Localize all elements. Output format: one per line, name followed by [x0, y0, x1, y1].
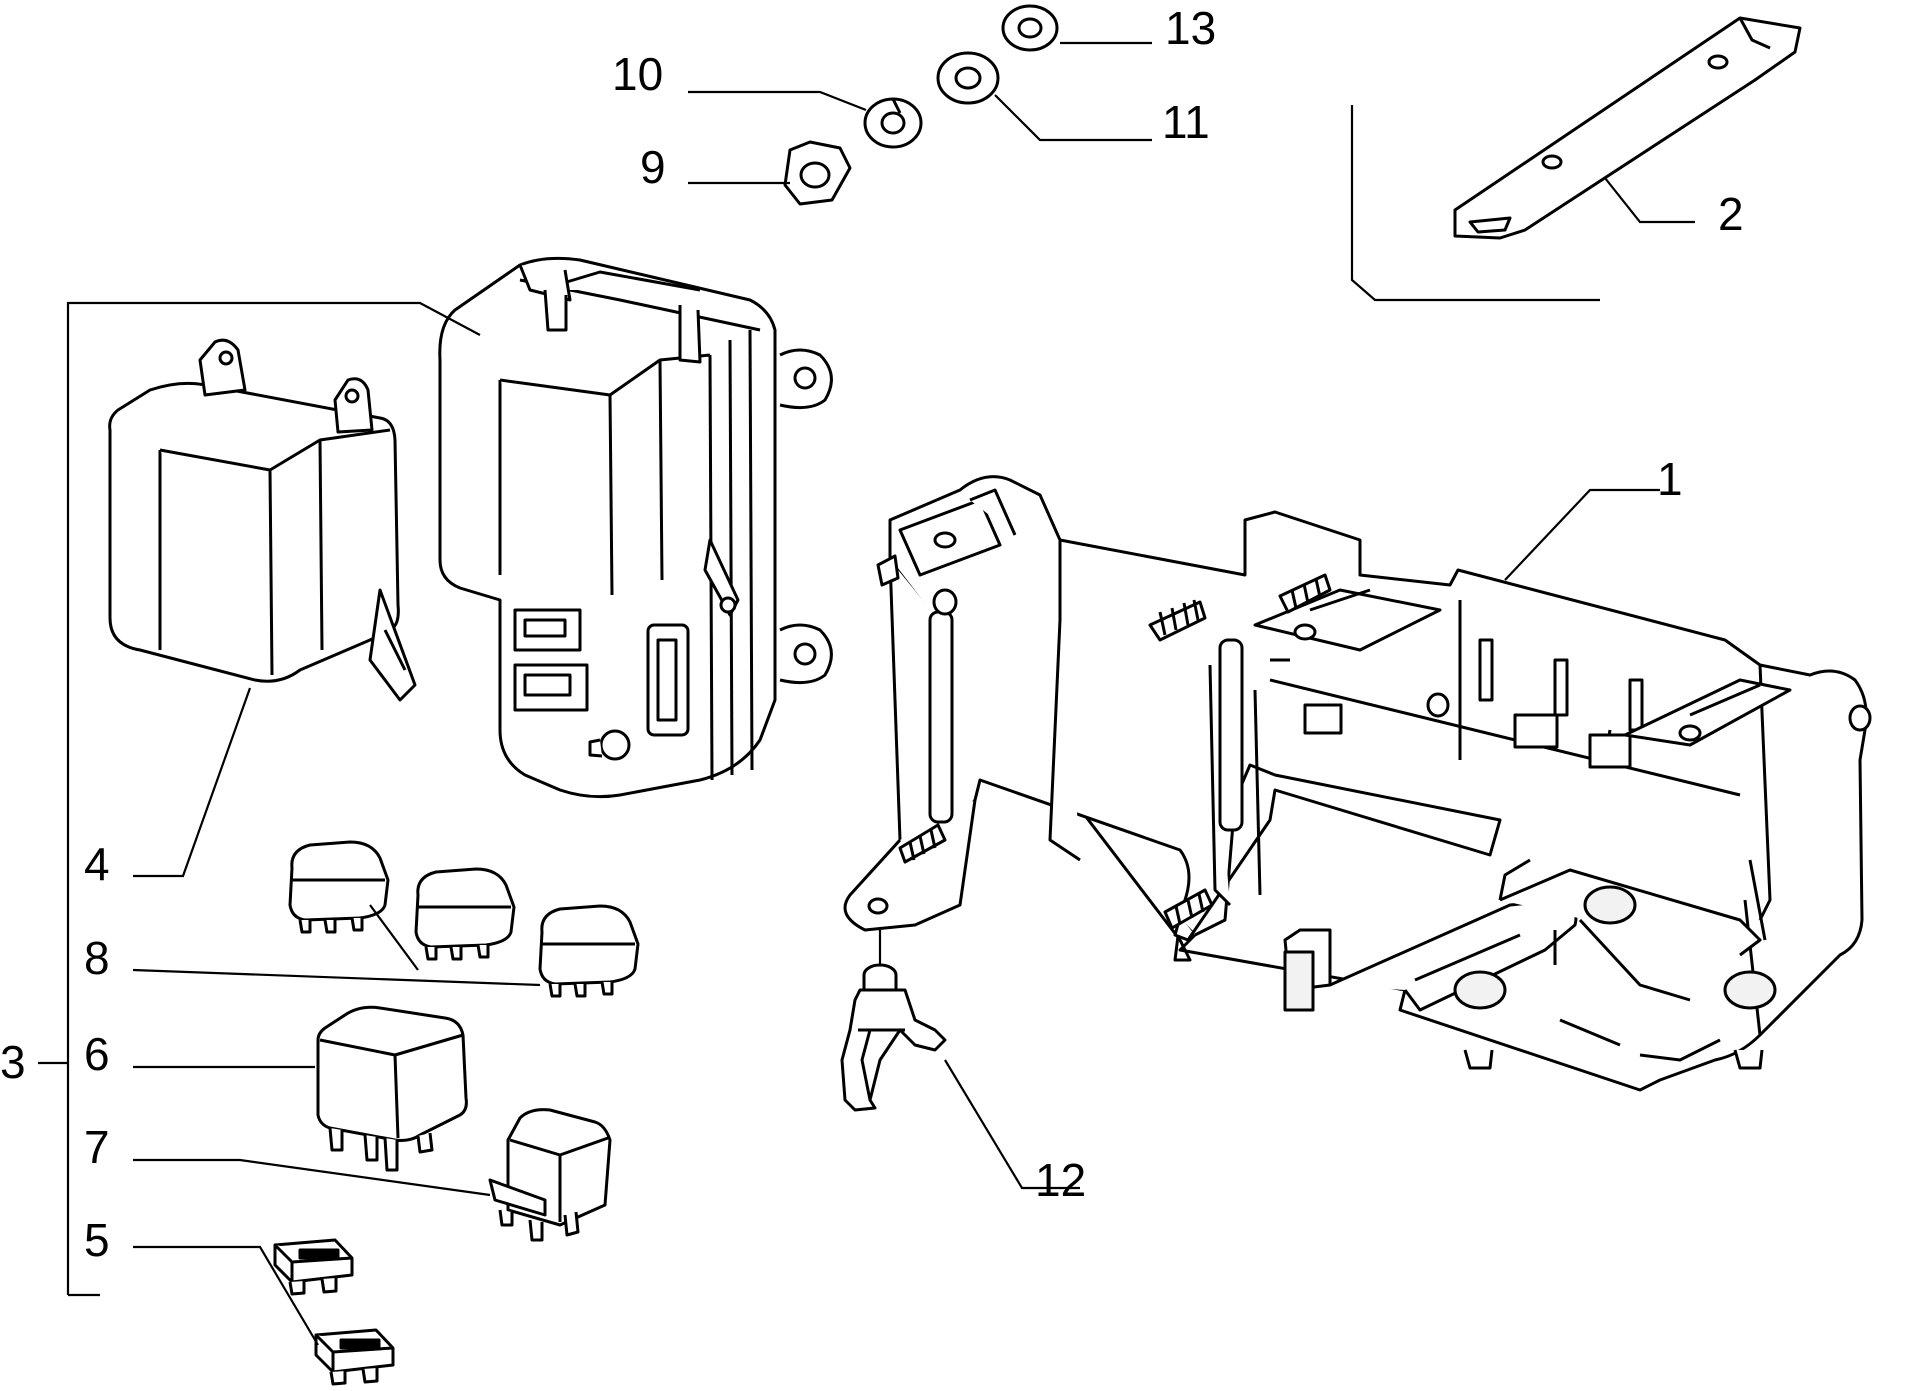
leader-11 [994, 94, 1152, 142]
callout-9: 9 [640, 141, 666, 193]
leader-8 [132, 904, 541, 987]
part-12-clip [840, 963, 947, 1112]
fuse-relay-box [438, 256, 833, 799]
callout-3: 3 [0, 1036, 26, 1088]
leader-12 [944, 1059, 1080, 1190]
callout-5: 5 [84, 1214, 110, 1266]
part-13-washer [1001, 4, 1059, 52]
part-8-mini-relays [288, 840, 640, 998]
part-5-blade-fuses [273, 1238, 395, 1386]
leader-4 [133, 687, 252, 878]
part-1-support-bracket [843, 475, 1872, 1092]
callout-8: 8 [84, 932, 110, 984]
part-7-relay-bracket [488, 1108, 612, 1242]
assembly-bracket-line [1350, 105, 1600, 302]
callout-12: 12 [1035, 1154, 1086, 1206]
callout-13: 13 [1165, 2, 1216, 54]
leader-5 [133, 1245, 319, 1346]
leader-3-bracket [66, 301, 481, 1297]
leader-1 [1504, 488, 1660, 581]
part-2-flat-bracket [1453, 16, 1802, 240]
leader-2 [1604, 177, 1695, 224]
leader-10 [688, 90, 867, 112]
callout-10: 10 [612, 48, 663, 100]
part-11-washer [936, 51, 1000, 105]
callout-11: 11 [1162, 96, 1210, 148]
callout-4: 4 [84, 838, 110, 890]
part-4-control-unit [108, 338, 417, 702]
part-6-relay [316, 1005, 468, 1172]
part-10-lock-washer [863, 97, 923, 149]
callout-2: 2 [1718, 188, 1744, 240]
callout-6: 6 [84, 1028, 110, 1080]
leader-7 [133, 1158, 491, 1197]
callout-7: 7 [84, 1121, 110, 1173]
callout-1: 1 [1657, 453, 1683, 505]
part-9-hex-nut [783, 140, 852, 206]
